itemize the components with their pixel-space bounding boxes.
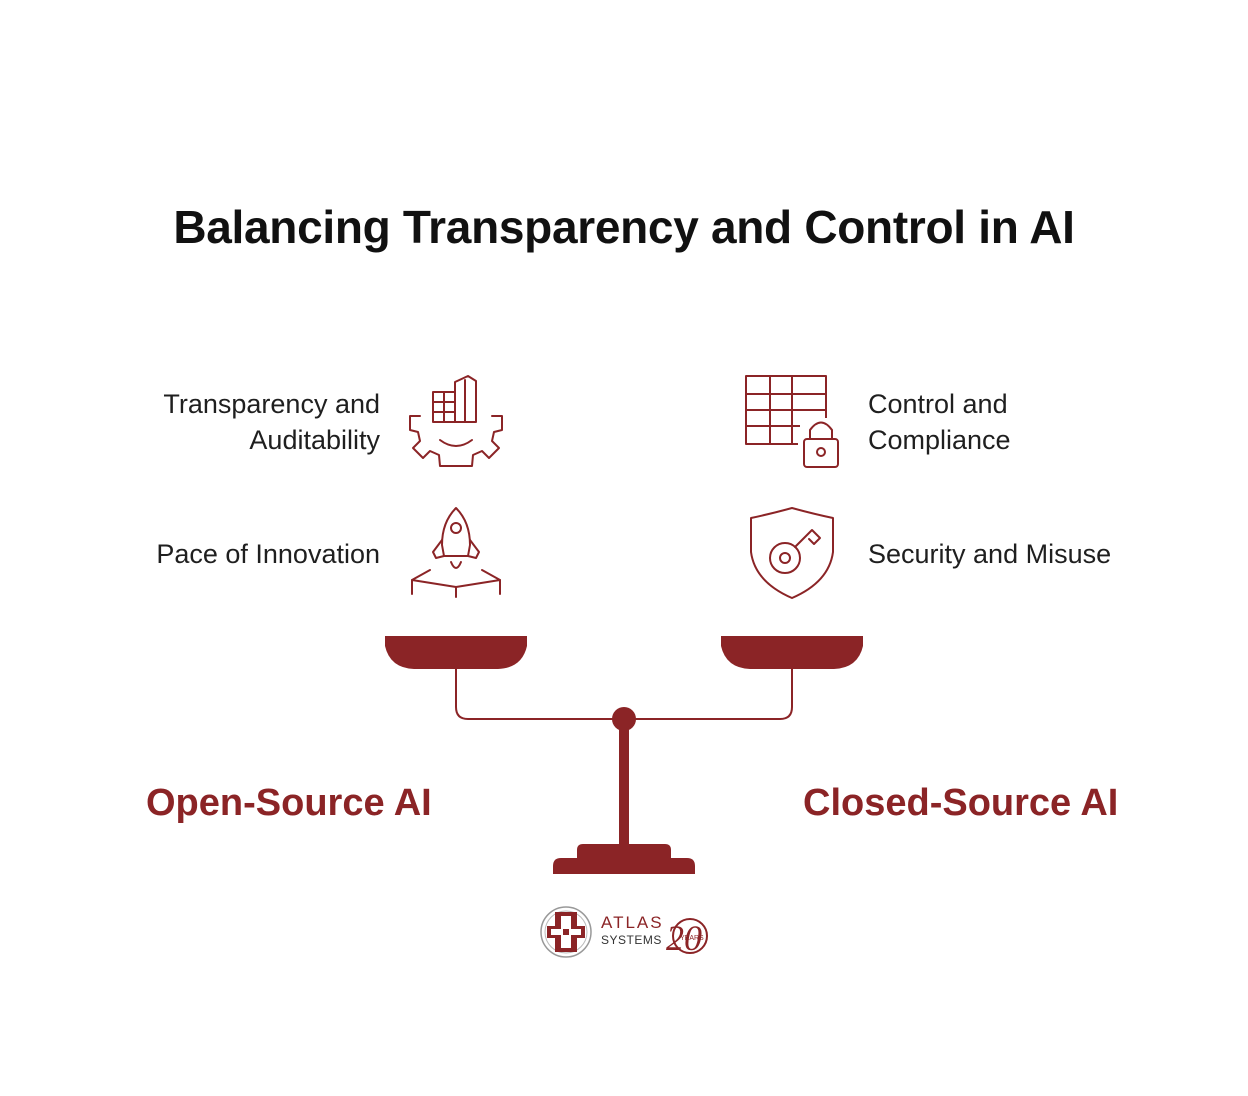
rocket-launch-icon	[411, 507, 501, 598]
logo-name: ATLAS	[601, 913, 664, 932]
scale-base-top	[577, 844, 671, 858]
label-line: Auditability	[249, 425, 380, 455]
table-lock-icon	[745, 375, 839, 468]
left-scale-pan	[385, 636, 527, 669]
atlas-logo-icon	[540, 906, 592, 958]
building-gear-icon	[409, 375, 503, 467]
scale-pivot	[612, 707, 636, 731]
label-line: Compliance	[868, 425, 1011, 455]
anniversary-years: YEARS	[680, 935, 704, 942]
twenty-years-badge: 20 YEARS	[666, 918, 708, 958]
scale-pole	[619, 730, 629, 844]
label-control-compliance: Control and Compliance	[868, 386, 1168, 458]
label-pace-of-innovation: Pace of Innovation	[156, 539, 380, 569]
label-security-misuse: Security and Misuse	[868, 539, 1112, 569]
right-scale-pan	[721, 636, 863, 669]
closed-source-heading: Closed-Source AI	[803, 782, 1119, 824]
label-transparency-auditability: Transparency and Auditability	[100, 386, 380, 458]
shield-key-icon	[750, 507, 834, 599]
logo-subtitle: SYSTEMS	[601, 933, 662, 947]
anniversary-number: 20	[666, 918, 702, 958]
label-line: Control and	[868, 389, 1008, 419]
open-source-heading: Open-Source AI	[146, 782, 432, 824]
label-line: Transparency and	[163, 389, 380, 419]
scale-base-bottom	[553, 858, 695, 874]
page-title: Balancing Transparency and Control in AI	[173, 201, 1075, 253]
